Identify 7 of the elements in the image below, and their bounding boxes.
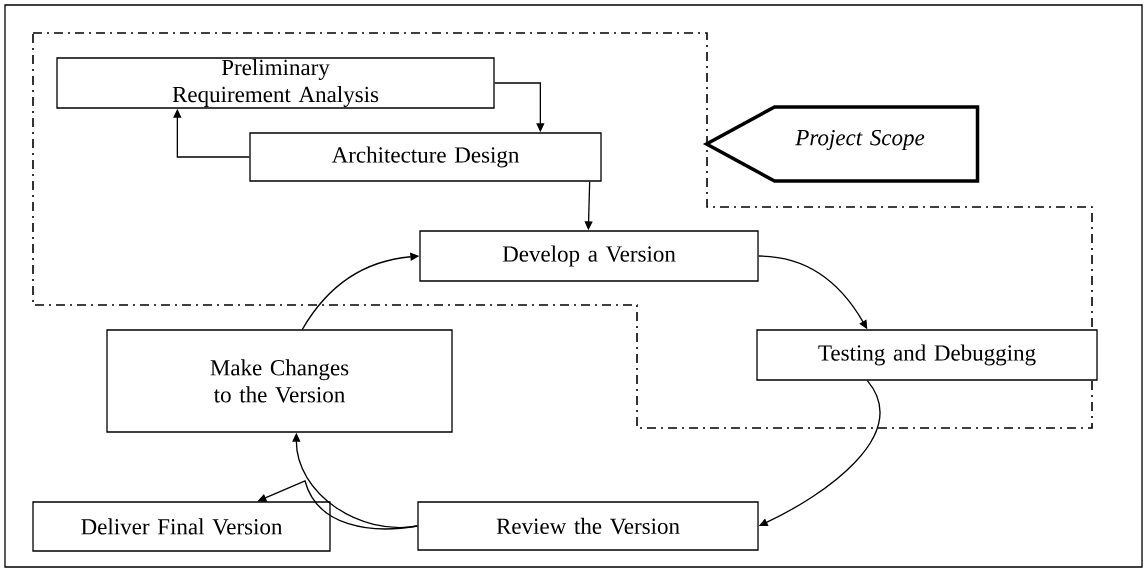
process-box: Architecture Design [249,132,602,182]
process-box: Develop a Version [419,230,759,282]
process-box: Review the Version [417,501,759,551]
process-box: Make Changes to the Version [106,329,453,433]
process-box: Deliver Final Version [32,501,331,552]
process-box: Preliminary Requirement Analysis [56,57,495,109]
process-box: Testing and Debugging [756,329,1098,381]
